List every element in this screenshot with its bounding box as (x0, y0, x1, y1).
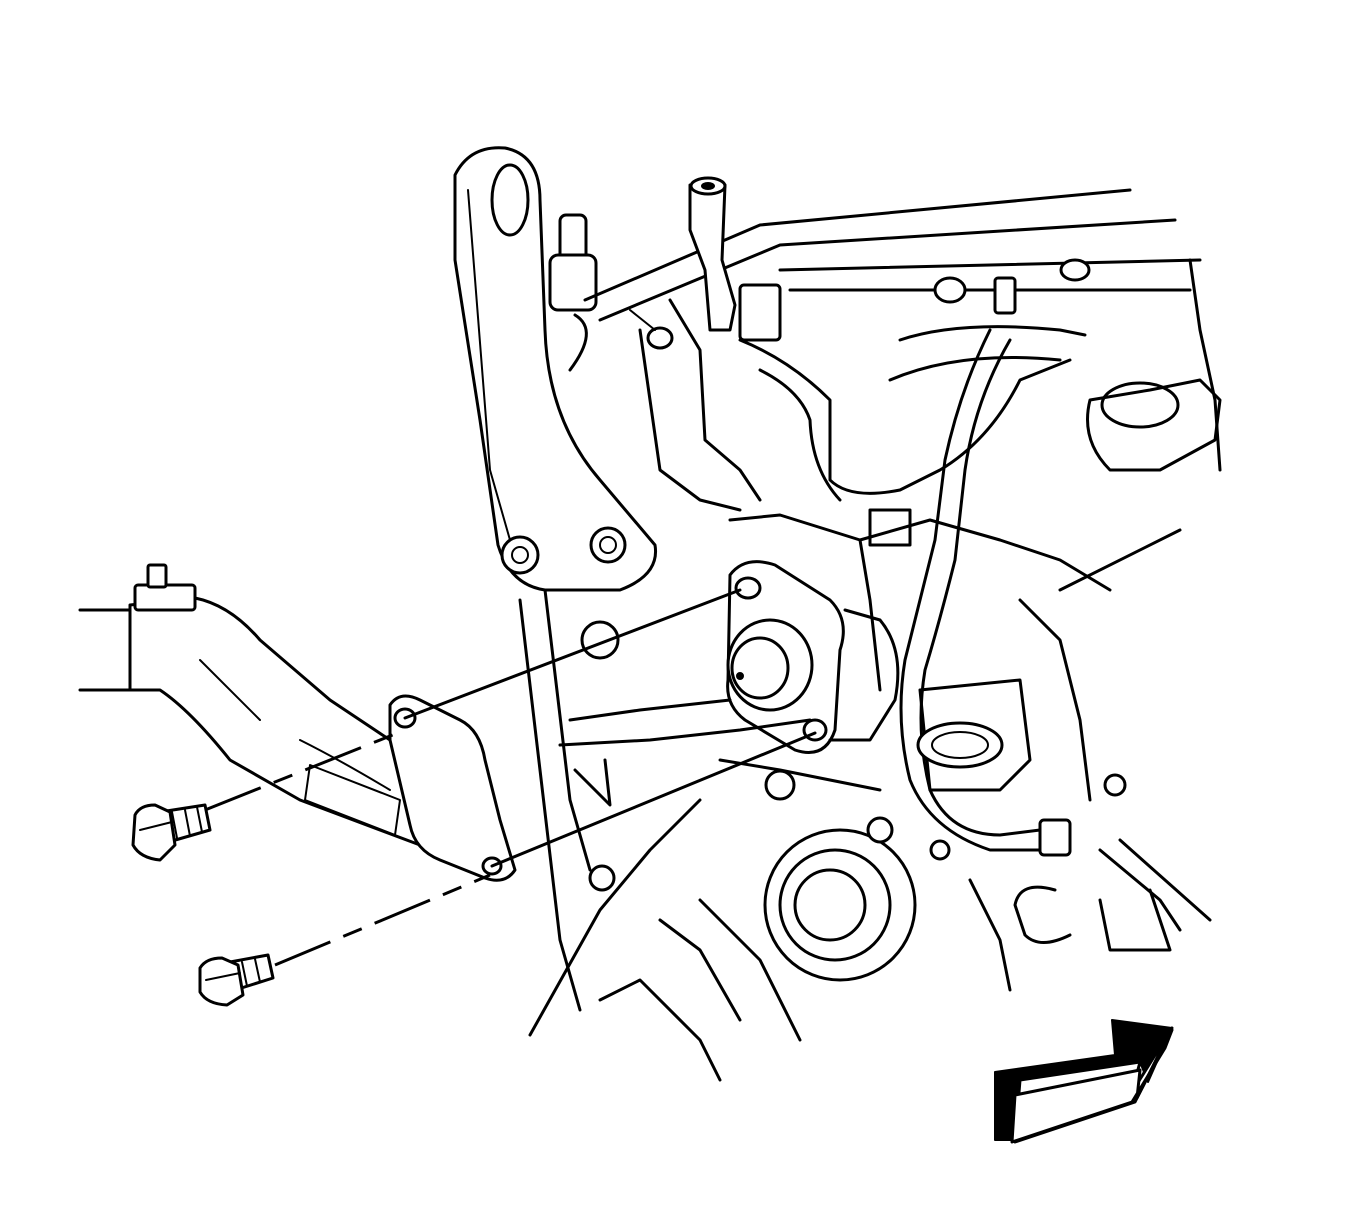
bracket-bolt-2 (589, 526, 627, 564)
bracket-bolt-1 (500, 535, 540, 575)
water-outlet-housing (728, 508, 1127, 861)
lifting-bracket (453, 146, 658, 592)
engine-flange (726, 560, 900, 754)
pipe-flange (388, 694, 517, 882)
oxygen-sensor-boss (146, 563, 168, 589)
idler-pulley (763, 769, 917, 982)
sensor (548, 213, 598, 372)
engine-assembly (453, 146, 1222, 1082)
flange-bolt-upper (131, 803, 212, 862)
flange-bolt-lower (198, 953, 275, 1007)
view-direction-arrow (994, 1019, 1174, 1144)
alignment-lines (204, 588, 817, 967)
